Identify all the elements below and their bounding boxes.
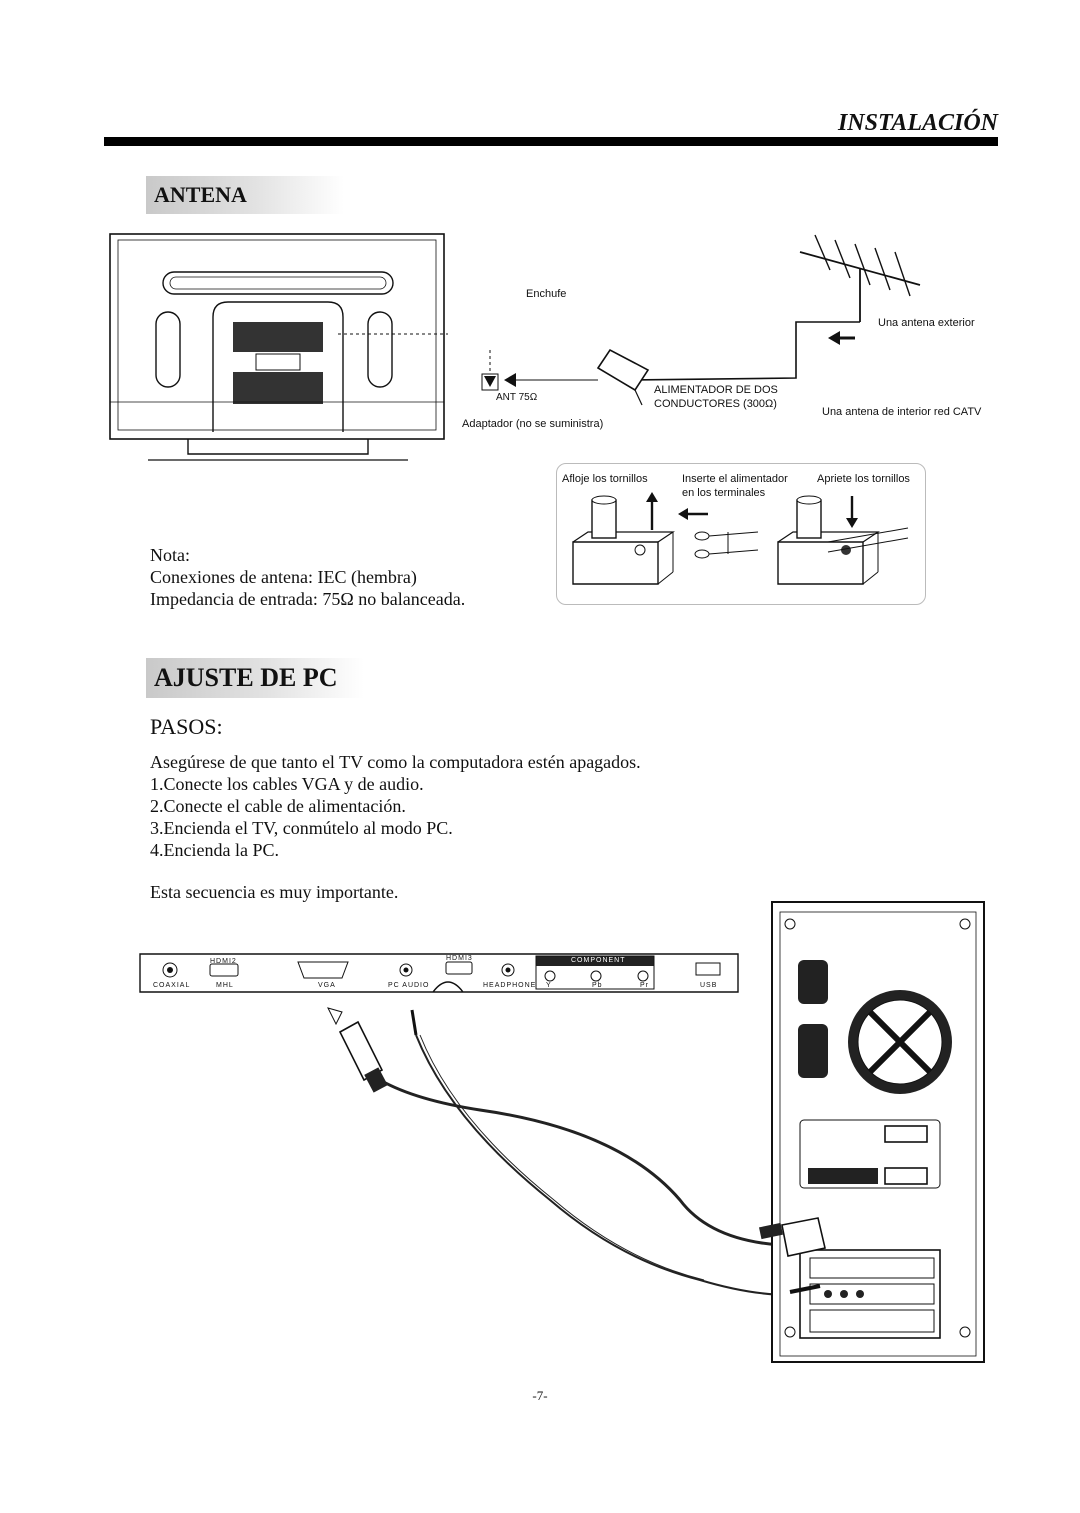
label-step-insert-2: en los terminales bbox=[682, 487, 766, 499]
antena-heading-text: ANTENA bbox=[154, 182, 247, 207]
note-line-1: Conexiones de antena: IEC (hembra) bbox=[150, 567, 417, 587]
label-feeder-line1: ALIMENTADOR DE DOS bbox=[654, 384, 778, 396]
label-step-insert-1: Inserte el alimentador bbox=[682, 473, 788, 485]
step-3: 3.Encienda el TV, conmútelo al modo PC. bbox=[150, 818, 453, 838]
port-label-hdmi2: HDMI2 bbox=[210, 958, 237, 965]
antena-heading: ANTENA bbox=[146, 176, 344, 214]
port-label-pr: Pr bbox=[640, 982, 649, 989]
pc-setup-heading: AJUSTE DE PC bbox=[146, 658, 364, 698]
feeder-steps-illustration bbox=[572, 492, 909, 585]
antenna-connection-diagram bbox=[481, 234, 921, 406]
port-label-hdmi3: HDMI3 bbox=[446, 955, 473, 962]
label-outdoor-antenna: Una antena exterior bbox=[878, 317, 975, 329]
note-title: Nota: bbox=[150, 545, 190, 565]
port-label-headphone: HEADPHONE bbox=[483, 982, 537, 989]
port-label-coaxial: COAXIAL bbox=[153, 982, 191, 989]
page-number: -7- bbox=[532, 1388, 548, 1403]
label-adapter: Adaptador (no se suministra) bbox=[462, 418, 604, 430]
port-label-y: Y bbox=[546, 982, 552, 989]
label-indoor-antenna: Una antena de interior red CATV bbox=[822, 406, 982, 418]
port-label-component: COMPONENT bbox=[571, 957, 626, 964]
section-title: INSTALACIÓN bbox=[837, 110, 998, 136]
port-label-pc-audio: PC AUDIO bbox=[388, 982, 430, 989]
port-label-pb: Pb bbox=[592, 982, 603, 989]
step-1: 1.Conecte los cables VGA y de audio. bbox=[150, 774, 424, 794]
steps-title: PASOS: bbox=[150, 714, 223, 739]
header-rule bbox=[104, 137, 998, 146]
label-ant-port: ANT 75Ω bbox=[496, 392, 538, 403]
tv-back-illustration bbox=[109, 233, 448, 461]
port-label-vga: VGA bbox=[318, 982, 336, 989]
label-step-loosen: Afloje los tornillos bbox=[562, 473, 648, 485]
step-2: 2.Conecte el cable de alimentación. bbox=[150, 796, 406, 816]
port-label-usb: USB bbox=[700, 982, 718, 989]
tv-port-panel bbox=[139, 953, 739, 993]
steps-footnote: Esta secuencia es muy importante. bbox=[150, 882, 399, 902]
pc-connection-illustration bbox=[327, 901, 985, 1363]
label-plug: Enchufe bbox=[526, 288, 567, 300]
label-feeder-line2: CONDUCTORES (300Ω) bbox=[654, 398, 777, 410]
steps-intro: Asegúrese de que tanto el TV como la com… bbox=[150, 752, 641, 772]
port-label-mhl: MHL bbox=[216, 982, 234, 989]
feeder-steps-panel bbox=[556, 463, 926, 605]
label-step-tighten: Apriete los tornillos bbox=[817, 473, 910, 485]
note-line-2: Impedancia de entrada: 75Ω no balanceada… bbox=[150, 589, 466, 609]
step-4: 4.Encienda la PC. bbox=[150, 840, 279, 860]
pc-setup-heading-text: AJUSTE DE PC bbox=[154, 663, 338, 692]
